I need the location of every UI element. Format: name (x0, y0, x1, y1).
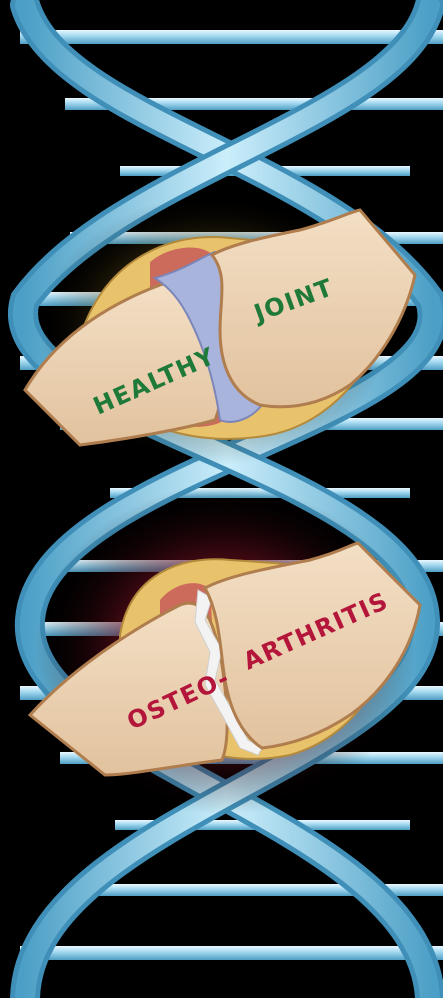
helix-rung (20, 946, 443, 960)
helix-rung (20, 30, 443, 44)
